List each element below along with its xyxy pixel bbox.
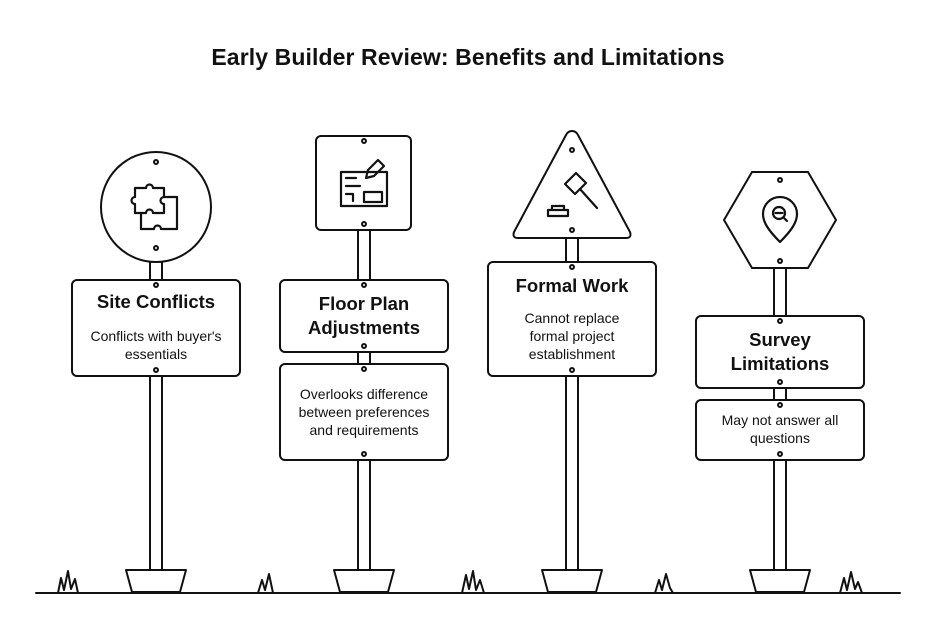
signpost-floor-plan	[279, 135, 449, 593]
signpost-survey	[695, 171, 865, 593]
triangle-sign	[512, 130, 632, 239]
formal-work-heading: Formal Work	[515, 275, 629, 296]
floor-plan-edit-icon	[339, 158, 389, 208]
site-conflicts-panel	[71, 279, 241, 377]
search-location-icon	[761, 195, 799, 244]
survey-desc-panel	[695, 399, 865, 461]
diagram-title: Early Builder Review: Benefits and Limit…	[211, 44, 725, 70]
formal-work-panel	[487, 261, 657, 377]
floor-plan-heading-panel	[279, 279, 449, 353]
gavel-icon	[546, 171, 599, 218]
signpost-site-conflicts	[71, 151, 241, 593]
post-base	[125, 569, 187, 593]
floor-plan-description: Overlooks difference between preferences…	[298, 386, 430, 438]
survey-description: May not answer all questions	[721, 412, 839, 446]
signpost-formal-work	[487, 130, 657, 593]
survey-heading-panel	[695, 315, 865, 389]
site-conflicts-heading: Site Conflicts	[96, 291, 216, 312]
circle-sign	[100, 151, 212, 263]
square-sign	[315, 135, 412, 231]
survey-heading: Survey Limitations	[730, 329, 830, 374]
floor-plan-desc-panel	[279, 363, 449, 461]
site-conflicts-description: Conflicts with buyer's essentials	[90, 328, 222, 362]
floor-plan-heading: Floor Plan Adjustments	[307, 293, 421, 338]
puzzle-icon	[130, 183, 179, 231]
formal-work-description: Cannot replace formal project establishm…	[524, 310, 620, 362]
